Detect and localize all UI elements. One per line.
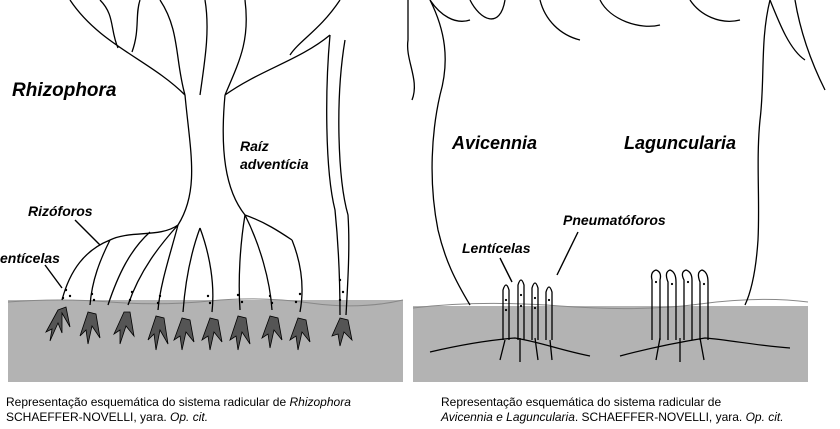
right-mud-layer	[413, 306, 808, 382]
rhizophora-branches	[69, 0, 341, 96]
laguncularia-title: Laguncularia	[624, 133, 737, 153]
lenticels-pointer	[44, 264, 63, 289]
adventitious-root-label-line1: Raíz	[240, 138, 269, 154]
right-mud-surface	[412, 298, 809, 310]
avicennia-runners	[429, 337, 591, 357]
avicennia-trunk	[429, 0, 471, 306]
avicennia-laguncularia-illustration	[406, 0, 826, 382]
right-caption-citation: Op. cit.	[745, 410, 784, 424]
adventitious-root-label-line2: adventícia	[240, 156, 309, 172]
laguncularia-pneumatophores	[650, 269, 709, 340]
left-caption-citation: Op. cit.	[170, 410, 209, 424]
left-caption-line1: Representação esquemática do sistema rad…	[6, 395, 290, 409]
left-lenticels-label: entícelas	[0, 250, 60, 266]
avicennia-title: Avicennia	[452, 133, 538, 153]
right-caption-species: Avicennia e Laguncularia	[441, 410, 575, 424]
left-caption-species: Rhizophora	[289, 395, 351, 409]
lenticel-dots	[61, 278, 345, 305]
right-caption: Representação esquemática do sistema rad…	[441, 395, 784, 425]
right-lenticels-pointer	[499, 257, 513, 283]
rhizophora-title: Rhizophora	[12, 80, 117, 101]
rhizophores	[61, 214, 303, 313]
pneumatophores-pointer	[556, 231, 579, 276]
pneumatophores-label: Pneumatóforos	[563, 212, 666, 228]
right-lenticels-label: Lentícelas	[462, 240, 531, 256]
right-caption-line1: Representação esquemática do sistema rad…	[441, 395, 722, 409]
right-lenticel-dots	[504, 280, 706, 312]
root-tips	[45, 306, 353, 351]
right-caption-author: . SCHAEFFER-NOVELLI, yara.	[574, 410, 746, 424]
rhizophores-label: Rizóforos	[28, 203, 93, 219]
adventitious-root	[326, 34, 341, 316]
left-mud-layer	[8, 300, 403, 382]
rhizophora-illustration	[7, 0, 404, 382]
rhizophora-trunk	[109, 94, 293, 241]
left-mud-surface	[7, 298, 404, 307]
avicennia-pneumatophores	[502, 279, 553, 340]
rhizophores-pointer	[74, 219, 101, 246]
left-caption: Representação esquemática do sistema rad…	[6, 395, 351, 425]
left-caption-line2: SCHAEFFER-NOVELLI, yara.	[6, 410, 171, 424]
laguncularia-trunk	[744, 0, 771, 306]
